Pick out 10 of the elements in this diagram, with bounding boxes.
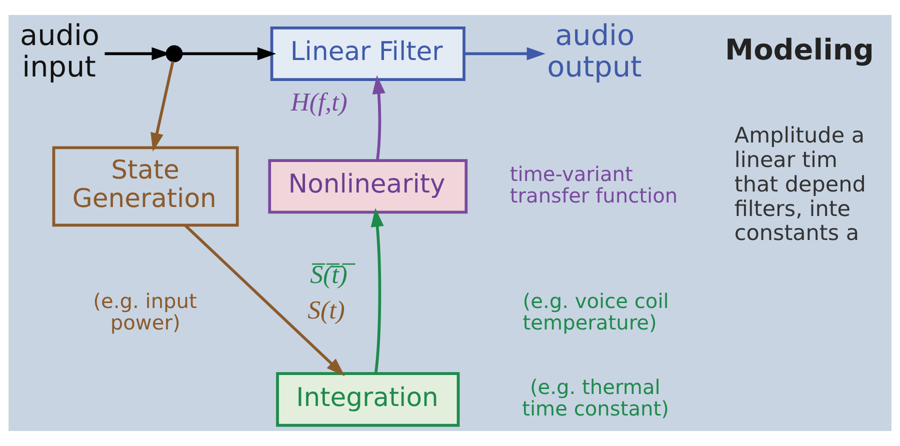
label: Amplitude a linear tim that depend filters, inte constants a (734, 124, 866, 246)
node-text: audio input (20, 18, 100, 84)
edge-label: S(t) (308, 295, 345, 324)
node-label: (e.g. input power) (93, 288, 197, 334)
label: Modeling (725, 32, 874, 66)
edge-label: H(f,t) (290, 87, 348, 116)
node-label: (e.g. thermal time constant) (522, 374, 669, 421)
label: (e.g. voice coil temperature) (522, 288, 669, 334)
node-text: audio output (547, 18, 642, 84)
label: time-variant transfer function (510, 162, 678, 208)
